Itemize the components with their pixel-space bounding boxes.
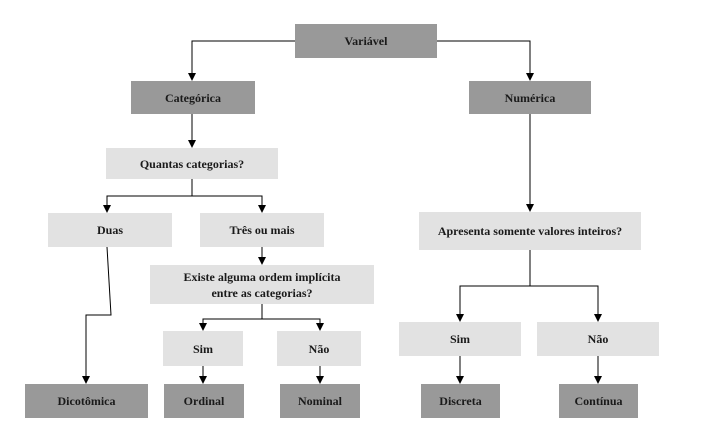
node-discreta: Discreta	[421, 384, 500, 418]
node-quantas-categorias: Quantas categorias?	[106, 148, 278, 179]
node-duas-label: Duas	[96, 223, 123, 237]
connector-duas-dicotomica	[82, 246, 112, 384]
node-nao-numerica-label: Não	[587, 332, 609, 346]
node-nominal-label: Nominal	[297, 394, 342, 408]
node-variavel: Variável	[295, 24, 437, 58]
connector-quantas-duas	[103, 179, 193, 213]
node-existe-ordem-line2: entre as categorias?	[211, 285, 313, 300]
node-nao-categorica-label: Não	[308, 341, 330, 356]
connector-ordem-nao	[262, 318, 324, 331]
node-nao-categorica: Não	[277, 331, 361, 366]
node-sim-categorica: Sim	[163, 331, 243, 366]
connector-variavel-numerica	[437, 40, 534, 81]
connector-ordem-sim	[199, 304, 263, 331]
node-numerica: Numérica	[469, 81, 591, 114]
node-dicotomica-label: Dicotômica	[57, 394, 116, 408]
node-ordinal-label: Ordinal	[183, 394, 225, 408]
node-sim-numerica-label: Sim	[449, 332, 470, 346]
node-categorica-label: Categórica	[165, 90, 221, 105]
node-nao-numerica: Não	[537, 322, 659, 356]
node-existe-ordem-line1: Existe alguma ordem implícita	[183, 269, 341, 284]
node-quantas-categorias-label: Quantas categorias?	[139, 156, 245, 171]
node-duas: Duas	[48, 213, 172, 247]
connector-variavel-categorica	[188, 40, 295, 81]
connector-inteiros-nao	[530, 285, 602, 322]
node-discreta-label: Discreta	[439, 394, 482, 408]
node-categorica: Categórica	[131, 81, 255, 114]
connector-inteiros-sim	[456, 250, 531, 322]
node-sim-numerica: Sim	[399, 322, 521, 356]
node-apresenta-inteiros: Apresenta somente valores inteiros?	[419, 212, 641, 250]
node-numerica-label: Numérica	[504, 90, 556, 105]
node-tres-ou-mais-label: Três ou mais	[229, 223, 295, 237]
node-tres-ou-mais: Três ou mais	[200, 213, 324, 247]
node-nominal: Nominal	[280, 384, 360, 418]
node-sim-categorica-label: Sim	[192, 341, 213, 356]
node-continua: Contínua	[559, 384, 638, 418]
node-variavel-label: Variável	[344, 34, 388, 48]
node-continua-label: Contínua	[574, 394, 623, 408]
node-dicotomica: Dicotômica	[25, 384, 148, 418]
node-ordinal: Ordinal	[164, 384, 244, 418]
node-existe-ordem: Existe alguma ordem implícita entre as c…	[150, 265, 374, 304]
node-apresenta-inteiros-label: Apresenta somente valores inteiros?	[437, 224, 623, 238]
connector-quantas-tres	[192, 195, 266, 213]
